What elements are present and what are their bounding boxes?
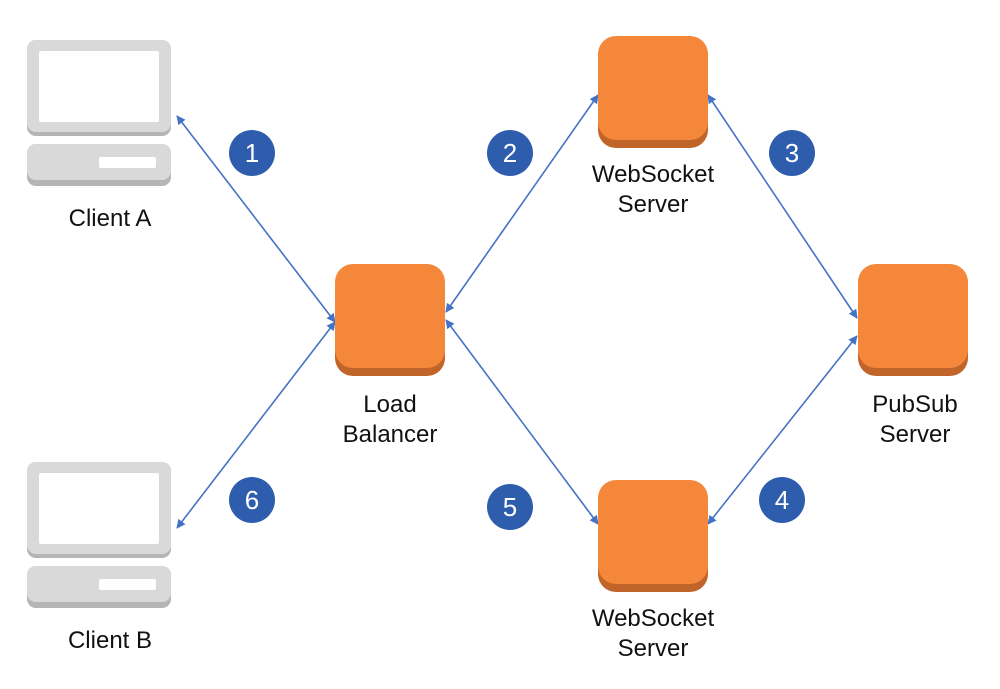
ws-bottom-line2: Server (617, 635, 689, 662)
step-number-2: 2 (503, 138, 517, 168)
client-a-label: Client A (40, 204, 180, 234)
step-number-1: 1 (245, 138, 259, 168)
client-b-label: Client B (40, 626, 180, 656)
connector-load-balancer-ws-top (445, 94, 599, 313)
client-a-computer-icon (27, 40, 171, 186)
connector-pubsub-ws-bottom (707, 335, 858, 525)
step-badge-4: 4 (759, 477, 805, 523)
step-badge-1: 1 (229, 130, 275, 176)
client-b-name: Client B (67, 627, 153, 654)
step-badge-2: 2 (487, 130, 533, 176)
connector-ws-top-pubsub (707, 94, 858, 319)
load-balancer-label: Load Balancer (320, 390, 460, 450)
ws-top-line2: Server (617, 191, 689, 218)
load-balancer-node-icon (335, 264, 445, 376)
client-b-computer-icon (27, 462, 171, 608)
ws-top-label: WebSocket Server (573, 160, 733, 220)
ws-top-node-icon (598, 36, 708, 148)
connector-load-balancer-ws-bottom (445, 319, 599, 525)
pubsub-line2: Server (879, 421, 951, 448)
ws-bottom-node-icon (598, 480, 708, 592)
step-badge-3: 3 (769, 130, 815, 176)
step-number-3: 3 (785, 138, 799, 168)
load-balancer-line1: Load (363, 391, 417, 418)
step-badge-5: 5 (487, 484, 533, 530)
step-badge-6: 6 (229, 477, 275, 523)
load-balancer-line2: Balancer (342, 421, 438, 448)
ws-bottom-label: WebSocket Server (573, 604, 733, 664)
pubsub-label: PubSub Server (840, 390, 990, 450)
ws-top-line1: WebSocket (591, 161, 715, 188)
ws-bottom-line1: WebSocket (591, 605, 715, 632)
step-number-4: 4 (775, 485, 789, 515)
connections (176, 94, 858, 529)
connector-load-balancer-client-b (176, 321, 336, 529)
pubsub-node-icon (858, 264, 968, 376)
connector-client-a-load-balancer (176, 115, 336, 323)
step-number-5: 5 (503, 492, 517, 522)
client-a-name: Client A (68, 205, 152, 232)
pubsub-line1: PubSub (872, 391, 958, 418)
step-number-6: 6 (245, 485, 259, 515)
